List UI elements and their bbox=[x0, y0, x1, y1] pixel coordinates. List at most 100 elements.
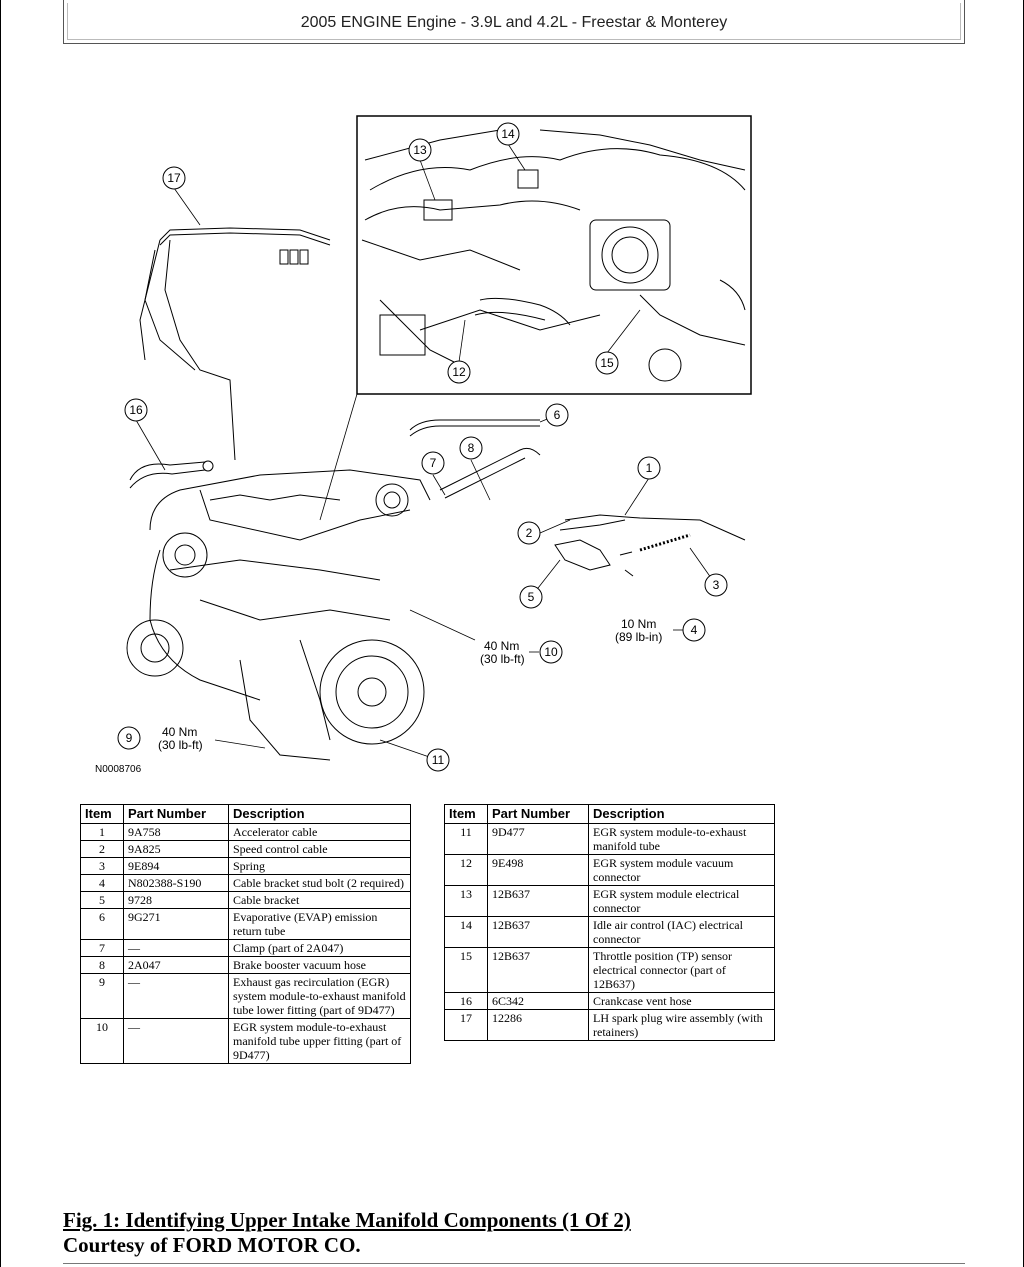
table-row: 10—EGR system module-to-exhaust manifold… bbox=[80, 1018, 411, 1064]
description-cell: Cable bracket bbox=[228, 891, 411, 909]
description-cell: Brake booster vacuum hose bbox=[228, 956, 411, 974]
callout-circle-2 bbox=[517, 521, 541, 545]
part-number-cell: 6C342 bbox=[487, 992, 589, 1010]
item-cell: 11 bbox=[444, 823, 488, 855]
torque-4-lbin: (89 lb-in) bbox=[615, 630, 663, 644]
callout-label-4: 4 bbox=[691, 623, 698, 637]
callout-label-5: 5 bbox=[528, 590, 535, 604]
callout-label-6: 6 bbox=[554, 408, 561, 422]
description-cell: Accelerator cable bbox=[228, 823, 411, 841]
callout-label-13: 13 bbox=[413, 143, 427, 157]
callout-circles bbox=[117, 122, 728, 772]
item-cell: 2 bbox=[80, 840, 124, 858]
table-header-row: Item Part Number Description bbox=[80, 804, 411, 824]
torque-9-lbft: (30 lb-ft) bbox=[158, 738, 203, 752]
torque-label-4: 10 Nm (89 lb-in) bbox=[615, 618, 662, 644]
callout-circle-5 bbox=[519, 585, 543, 609]
spark-plug-wires bbox=[139, 227, 331, 461]
item-cell: 17 bbox=[444, 1009, 488, 1041]
item-cell: 7 bbox=[80, 939, 124, 957]
description-cell: Spring bbox=[228, 857, 411, 875]
callout-circle-12 bbox=[447, 360, 471, 384]
item-cell: 1 bbox=[80, 823, 124, 841]
callout-label-2: 2 bbox=[526, 526, 533, 540]
callout-label-8: 8 bbox=[468, 441, 475, 455]
callout-circle-4 bbox=[682, 618, 706, 642]
callout-circle-8 bbox=[459, 436, 483, 460]
callout-label-11: 11 bbox=[432, 753, 445, 767]
part-number-cell: 2A047 bbox=[123, 956, 229, 974]
description-cell: Cable bracket stud bolt (2 required) bbox=[228, 874, 411, 892]
description-cell: Crankcase vent hose bbox=[588, 992, 775, 1010]
callout-label-1: 1 bbox=[646, 461, 653, 475]
description-cell: EGR system module-to-exhaust manifold tu… bbox=[228, 1018, 411, 1064]
callout-label-16: 16 bbox=[129, 403, 143, 417]
col-item-header: Item bbox=[444, 804, 488, 824]
callout-circle-1 bbox=[637, 456, 661, 480]
part-number-cell: 9D477 bbox=[487, 823, 589, 855]
description-cell: EGR system module-to-exhaust manifold tu… bbox=[588, 823, 775, 855]
part-number-cell: 9G271 bbox=[123, 908, 229, 940]
callout-circle-7 bbox=[421, 451, 445, 475]
col-description-header: Description bbox=[228, 804, 411, 824]
part-number-cell: 9E498 bbox=[487, 854, 589, 886]
figure-caption-title: Fig. 1: Identifying Upper Intake Manifol… bbox=[63, 1208, 631, 1232]
description-cell: Throttle position (TP) sensor electrical… bbox=[588, 947, 775, 993]
callout-label-7: 7 bbox=[430, 456, 437, 470]
col-description-header: Description bbox=[588, 804, 775, 824]
item-cell: 3 bbox=[80, 857, 124, 875]
description-cell: Speed control cable bbox=[228, 840, 411, 858]
description-cell: EGR system module vacuum connector bbox=[588, 854, 775, 886]
col-part-number-header: Part Number bbox=[487, 804, 589, 824]
main-engine-drawing bbox=[126, 419, 746, 761]
part-number-cell: 9728 bbox=[123, 891, 229, 909]
callout-circle-9 bbox=[117, 726, 141, 750]
torque-10-nm: 40 Nm bbox=[484, 639, 520, 653]
description-cell: Exhaust gas recirculation (EGR) system m… bbox=[228, 973, 411, 1019]
part-number-cell: 9A825 bbox=[123, 840, 229, 858]
part-number-cell: N802388-S190 bbox=[123, 874, 229, 892]
item-cell: 16 bbox=[444, 992, 488, 1010]
header-inner-frame bbox=[67, 3, 961, 40]
item-cell: 15 bbox=[444, 947, 488, 993]
description-cell: Clamp (part of 2A047) bbox=[228, 939, 411, 957]
item-cell: 8 bbox=[80, 956, 124, 974]
callout-label-15: 15 bbox=[600, 356, 614, 370]
callout-circle-14 bbox=[496, 122, 520, 146]
col-part-number-header: Part Number bbox=[123, 804, 229, 824]
part-number-cell: — bbox=[123, 1018, 229, 1064]
page-border-left bbox=[0, 0, 1, 1267]
callout-circle-10 bbox=[539, 640, 563, 664]
item-cell: 9 bbox=[80, 973, 124, 1019]
callout-label-9: 9 bbox=[126, 731, 133, 745]
callout-circle-6 bbox=[545, 403, 569, 427]
bottom-rule bbox=[63, 1263, 965, 1264]
torque-10-lbft: (30 lb-ft) bbox=[480, 652, 525, 666]
callout-label-10: 10 bbox=[544, 645, 558, 659]
engine-diagram: 1 2 3 4 5 6 7 8 9 10 11 12 13 14 15 16 1… bbox=[117, 115, 752, 772]
callout-label-12: 12 bbox=[452, 365, 466, 379]
callout-circle-3 bbox=[704, 573, 728, 597]
part-number-cell: 12B637 bbox=[487, 916, 589, 948]
figure-id: N0008706 bbox=[95, 764, 142, 775]
figure-caption-credit: Courtesy of FORD MOTOR CO. bbox=[63, 1233, 361, 1257]
item-cell: 14 bbox=[444, 916, 488, 948]
col-item-header: Item bbox=[80, 804, 124, 824]
callout-circle-16 bbox=[124, 398, 148, 422]
callout-label-14: 14 bbox=[501, 127, 515, 141]
part-number-cell: 12286 bbox=[487, 1009, 589, 1041]
description-cell: EGR system module electrical connector bbox=[588, 885, 775, 917]
part-number-cell: 12B637 bbox=[487, 947, 589, 993]
description-cell: LH spark plug wire assembly (with retain… bbox=[588, 1009, 775, 1041]
table-row: 9—Exhaust gas recirculation (EGR) system… bbox=[80, 973, 411, 1019]
